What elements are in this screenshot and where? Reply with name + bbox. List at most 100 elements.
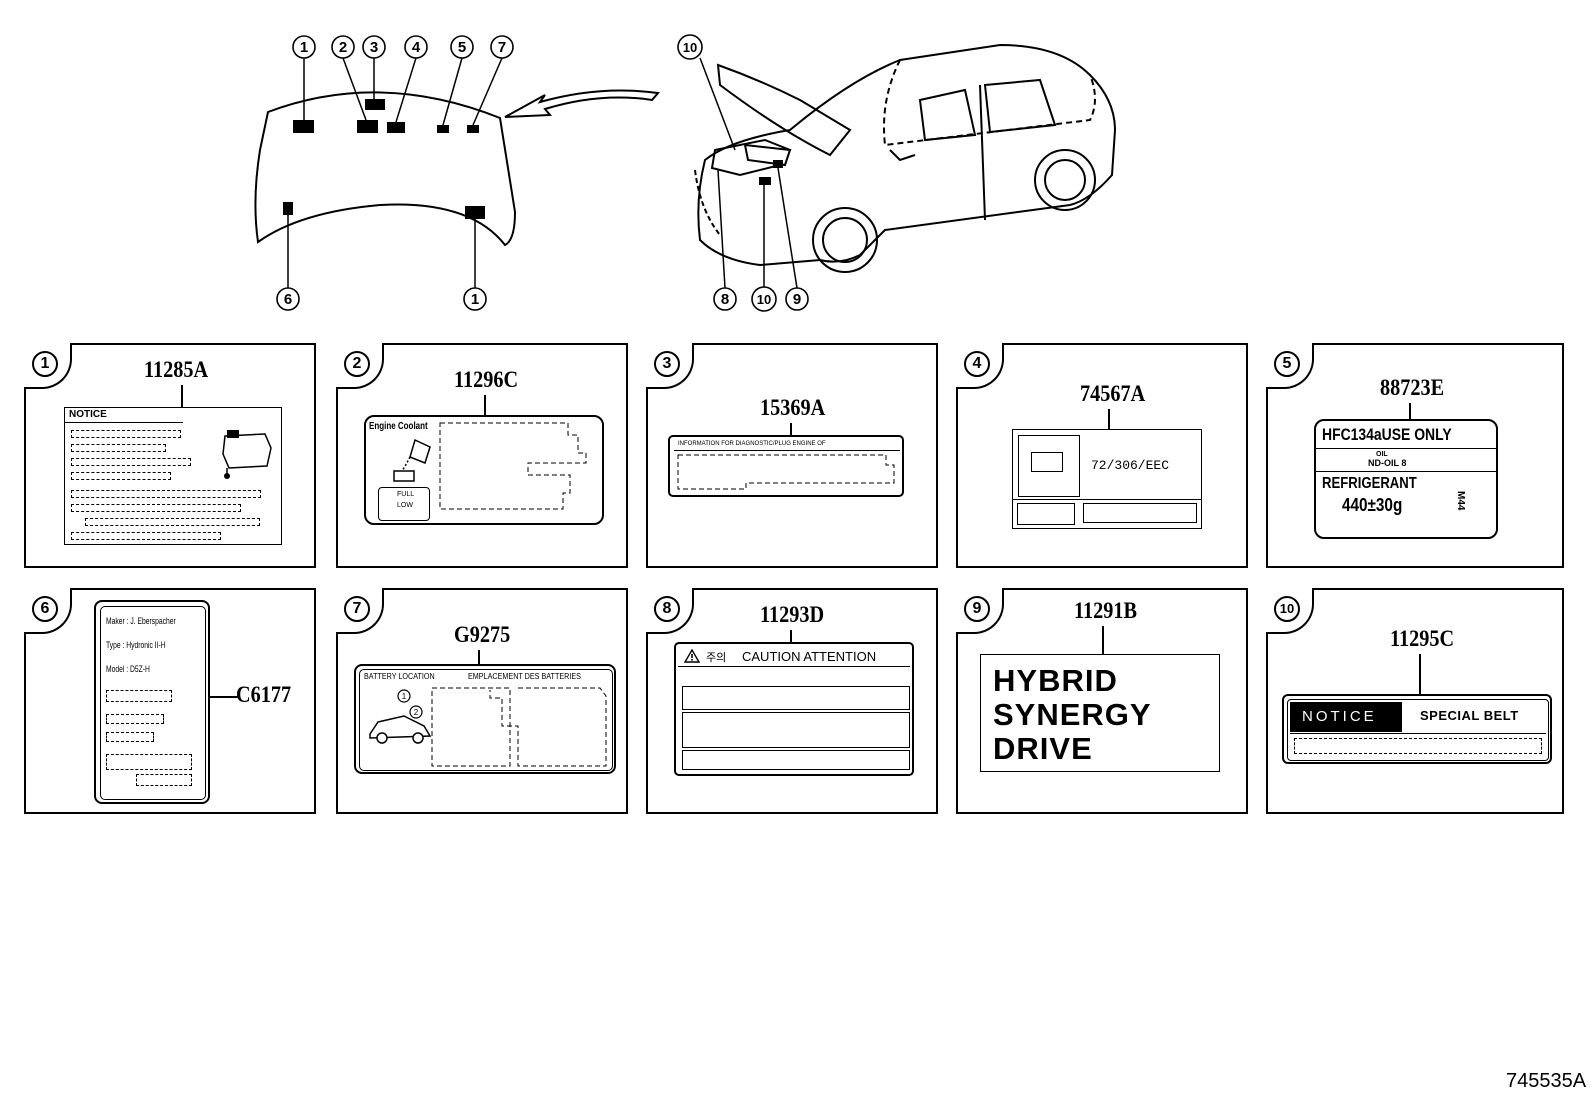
special-belt-text: SPECIAL BELT bbox=[1420, 708, 1519, 723]
direction-arrow bbox=[504, 89, 660, 118]
panel-label-9: 9 11291B HYBRID SYNERGY DRIVE bbox=[956, 588, 1248, 814]
low-mark: LOW bbox=[397, 502, 413, 509]
korean-caution: 주의 bbox=[706, 652, 727, 664]
text-block bbox=[677, 454, 895, 490]
panel-number: 6 bbox=[32, 596, 58, 622]
warning-icon bbox=[684, 649, 700, 663]
panel-number: 2 bbox=[344, 351, 370, 377]
leader-line bbox=[1419, 654, 1421, 696]
panel-label-6: 6 Maker : J. Eberspacher Type : Hydronic… bbox=[24, 588, 316, 814]
svg-text:7: 7 bbox=[498, 39, 506, 56]
label-caution: 주의 CAUTION ATTENTION bbox=[674, 642, 914, 776]
hybrid-line: HYBRID bbox=[993, 663, 1118, 698]
text-block bbox=[431, 687, 607, 767]
panel-number: 4 bbox=[964, 351, 990, 377]
caution-heading: CAUTION ATTENTION bbox=[742, 649, 877, 664]
panel-label-5: 5 88723E HFC134aUSE ONLY OIL ND-OIL 8 RE… bbox=[1266, 343, 1564, 568]
label-refrigerant: HFC134aUSE ONLY OIL ND-OIL 8 REFRIGERANT… bbox=[1314, 419, 1498, 539]
refrigerant-amount: 440±30g bbox=[1342, 495, 1403, 515]
panel-number: 5 bbox=[1274, 351, 1300, 377]
reservoir-icon bbox=[222, 430, 272, 479]
text-line bbox=[85, 518, 260, 526]
label-notice: NOTICE bbox=[64, 407, 282, 545]
car-callout-9: 9 bbox=[785, 287, 809, 311]
svg-text:2: 2 bbox=[414, 708, 419, 717]
leader-line bbox=[1409, 403, 1411, 419]
side-code: M44 bbox=[1455, 491, 1466, 511]
label-heading: NOTICE bbox=[69, 409, 107, 420]
model-line: Model : D5Z-H bbox=[106, 664, 150, 674]
part-number: 15369A bbox=[760, 395, 826, 420]
maker-line: Maker : J. Eberspacher bbox=[106, 616, 176, 626]
svg-text:3: 3 bbox=[370, 39, 378, 56]
svg-text:1: 1 bbox=[300, 39, 308, 56]
hood-callout-6: 6 bbox=[276, 287, 300, 311]
text-line bbox=[71, 532, 221, 540]
label-battery-location: BATTERY LOCATION EMPLACEMENT DES BATTERI… bbox=[354, 664, 616, 774]
leader-line bbox=[484, 395, 486, 415]
eec-text: 72/306/EEC bbox=[1091, 458, 1170, 473]
refrigerant-heading: REFRIGERANT bbox=[1322, 475, 1417, 492]
overview-illustration: 1 2 3 4 5 7 6 1 10 8 10 9 bbox=[254, 34, 1117, 312]
label-row-divider bbox=[1013, 499, 1201, 500]
text-line bbox=[1294, 738, 1542, 754]
hood-callout-1: 1 bbox=[292, 35, 316, 59]
text-block bbox=[439, 422, 587, 510]
svg-text:10: 10 bbox=[757, 292, 771, 307]
part-number: 11296C bbox=[454, 367, 519, 392]
panel-label-2: 2 11296C Engine Coolant FULL LOW bbox=[336, 343, 628, 568]
text-line bbox=[106, 690, 172, 702]
panel-number: 8 bbox=[654, 596, 680, 622]
svg-text:5: 5 bbox=[458, 39, 466, 56]
panel-badge: 5 bbox=[1266, 343, 1314, 389]
leader-line bbox=[1108, 409, 1110, 431]
text-line bbox=[136, 774, 192, 786]
car-leader-lines bbox=[699, 57, 798, 289]
text-line bbox=[106, 754, 192, 770]
figure-id: 745535A bbox=[1506, 1070, 1587, 1092]
label-information: INFORMATION FOR DIAGNOSTIC/PLUG ENGINE O… bbox=[668, 435, 904, 497]
oil-type: ND-OIL 8 bbox=[1368, 458, 1407, 468]
leader-line bbox=[181, 385, 183, 415]
label-inner-border bbox=[1287, 699, 1549, 761]
drive-line: DRIVE bbox=[993, 731, 1093, 766]
panel-number: 10 bbox=[1274, 596, 1300, 622]
label-row-divider bbox=[1316, 448, 1496, 449]
svg-text:4: 4 bbox=[412, 39, 421, 56]
text-line bbox=[71, 444, 166, 452]
panel-badge: 2 bbox=[336, 343, 384, 389]
car-drawing bbox=[694, 43, 1117, 273]
notice-text: NOTICE bbox=[1302, 708, 1377, 725]
overview-callouts: 1 2 3 4 5 7 6 1 10 8 10 9 bbox=[276, 34, 809, 312]
hood-label-markers bbox=[283, 99, 485, 219]
label-heading: INFORMATION FOR DIAGNOSTIC/PLUG ENGINE O… bbox=[678, 441, 826, 447]
heading-underline bbox=[65, 422, 183, 423]
hood-callout-4: 4 bbox=[404, 35, 428, 59]
label-hybrid-synergy-drive: HYBRID SYNERGY DRIVE bbox=[980, 654, 1220, 772]
svg-text:9: 9 bbox=[793, 291, 801, 308]
reservoir-box: FULL LOW bbox=[378, 487, 430, 521]
label-square bbox=[1018, 435, 1080, 497]
label-bottom-field bbox=[1083, 503, 1197, 523]
label-eec: 72/306/EEC bbox=[1012, 429, 1202, 529]
label-bottom-box bbox=[1017, 503, 1075, 525]
leader-line bbox=[478, 650, 480, 666]
panel-number: 9 bbox=[964, 596, 990, 622]
panel-label-10: 10 11295C NOTICE SPECIAL BELT bbox=[1266, 588, 1564, 814]
text-line bbox=[106, 714, 164, 724]
text-line bbox=[106, 732, 154, 742]
text-row bbox=[682, 712, 910, 748]
text-line bbox=[71, 430, 181, 438]
car-callout-10-bottom: 10 bbox=[751, 286, 777, 312]
hood-leader-lines bbox=[287, 57, 503, 288]
panel-badge: 6 bbox=[24, 588, 72, 634]
svg-text:2: 2 bbox=[339, 39, 347, 56]
svg-text:8: 8 bbox=[721, 291, 729, 308]
leader-line bbox=[210, 696, 238, 698]
oil-label: OIL bbox=[1376, 451, 1388, 458]
car-callout-8: 8 bbox=[713, 287, 737, 311]
text-row bbox=[682, 686, 910, 710]
hood-callout-3: 3 bbox=[362, 35, 386, 59]
panel-label-1: 1 11285A NOTICE bbox=[24, 343, 316, 568]
notice-banner: NOTICE bbox=[1290, 702, 1402, 732]
